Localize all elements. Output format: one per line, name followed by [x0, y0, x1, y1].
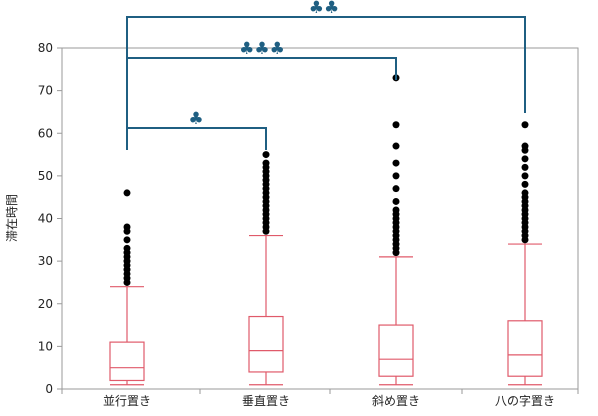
y-tick-label: 40 — [38, 212, 53, 226]
y-tick-label: 80 — [38, 41, 53, 55]
y-tick-label: 20 — [38, 297, 53, 311]
outlier-point — [521, 155, 529, 163]
outlier-point — [521, 189, 529, 197]
outlier-point — [262, 151, 270, 159]
plot-area — [61, 47, 579, 390]
y-axis-title: 滞在時間 — [5, 194, 19, 242]
outlier-point — [521, 180, 529, 188]
outlier-point — [123, 244, 131, 252]
outlier-point — [521, 163, 529, 171]
x-tick-label: 垂直置き — [242, 394, 290, 408]
outlier-point — [392, 185, 400, 193]
outlier-point — [392, 142, 400, 150]
outlier-point — [392, 206, 400, 214]
box-iqr — [248, 315, 284, 373]
significance-bracket — [126, 16, 526, 150]
significance-layer: ♣♣♣♣♣♣ — [126, 0, 526, 150]
box-iqr — [378, 324, 414, 377]
outliers-layer — [123, 74, 529, 286]
y-tick-label: 70 — [38, 84, 53, 98]
y-tick-label: 30 — [38, 254, 53, 268]
outlier-point — [123, 223, 131, 231]
box-iqr — [109, 341, 145, 382]
x-tick-label: 斜め置き — [372, 394, 420, 408]
outlier-point — [123, 236, 131, 244]
outlier-point — [262, 159, 270, 167]
significance-bracket — [126, 127, 267, 150]
outlier-point — [392, 159, 400, 167]
y-tick-label: 10 — [38, 339, 53, 353]
significance-label: ♣♣ — [309, 0, 339, 18]
significance-label: ♣ — [188, 109, 203, 129]
y-tick-label: 0 — [45, 382, 53, 396]
x-tick-label: 並行置き — [103, 394, 151, 408]
outlier-point — [123, 189, 131, 197]
y-axis: 0 10 20 30 40 50 60 70 80 — [38, 41, 62, 396]
outlier-point — [521, 172, 529, 180]
x-axis: 並行置き 垂直置き 斜め置き 八の字置き — [61, 389, 579, 408]
y-tick-label: 60 — [38, 126, 53, 140]
box-iqr — [507, 320, 543, 377]
significance-bracket — [126, 57, 397, 150]
boxes-layer — [109, 234, 543, 386]
significance-label: ♣♣♣ — [239, 39, 285, 59]
outlier-point — [521, 142, 529, 150]
outlier-point — [392, 121, 400, 129]
outlier-point — [392, 197, 400, 205]
x-tick-label: 八の字置き — [495, 393, 555, 408]
y-tick-label: 50 — [38, 169, 53, 183]
outlier-point — [392, 172, 400, 180]
outlier-point — [521, 121, 529, 129]
